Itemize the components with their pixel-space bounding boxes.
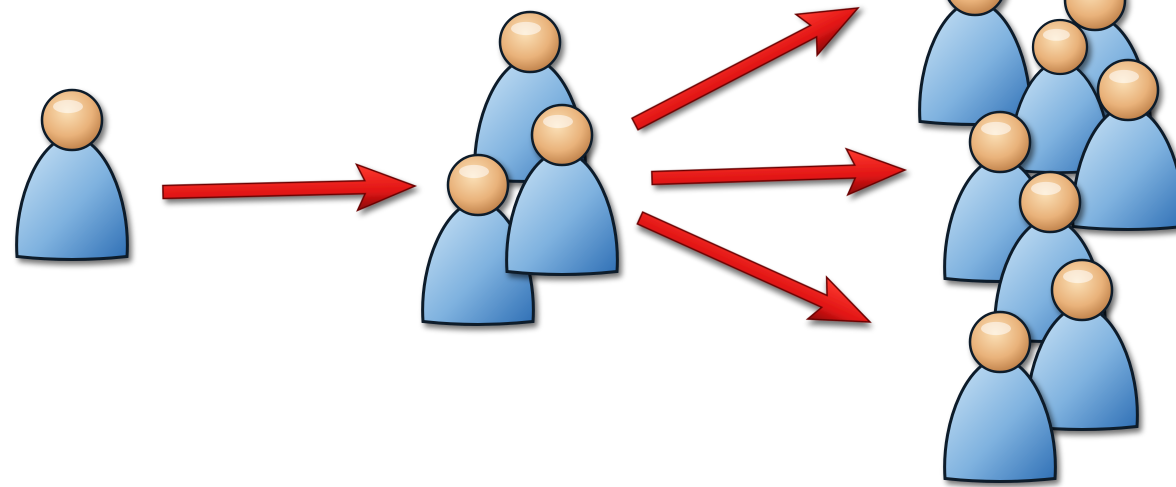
people-layer <box>15 0 1176 483</box>
arrow-group-to-bottom <box>636 211 872 323</box>
person-icon-single <box>15 88 129 261</box>
person-icon-crowd-3 <box>1008 18 1112 174</box>
person-icon-crowd-4 <box>1071 58 1176 231</box>
person-icon-crowd-8 <box>943 310 1057 483</box>
arrow-group-to-middle <box>651 147 908 197</box>
person-icon-crowd-1 <box>918 0 1032 126</box>
person-icon-crowd-7 <box>1025 258 1139 431</box>
person-icon-group-right <box>505 103 619 276</box>
arrow-group-to-top <box>630 7 860 131</box>
arrows-layer <box>162 7 908 323</box>
arrow-single-to-group <box>162 163 418 212</box>
person-icon-group-left <box>421 153 535 326</box>
